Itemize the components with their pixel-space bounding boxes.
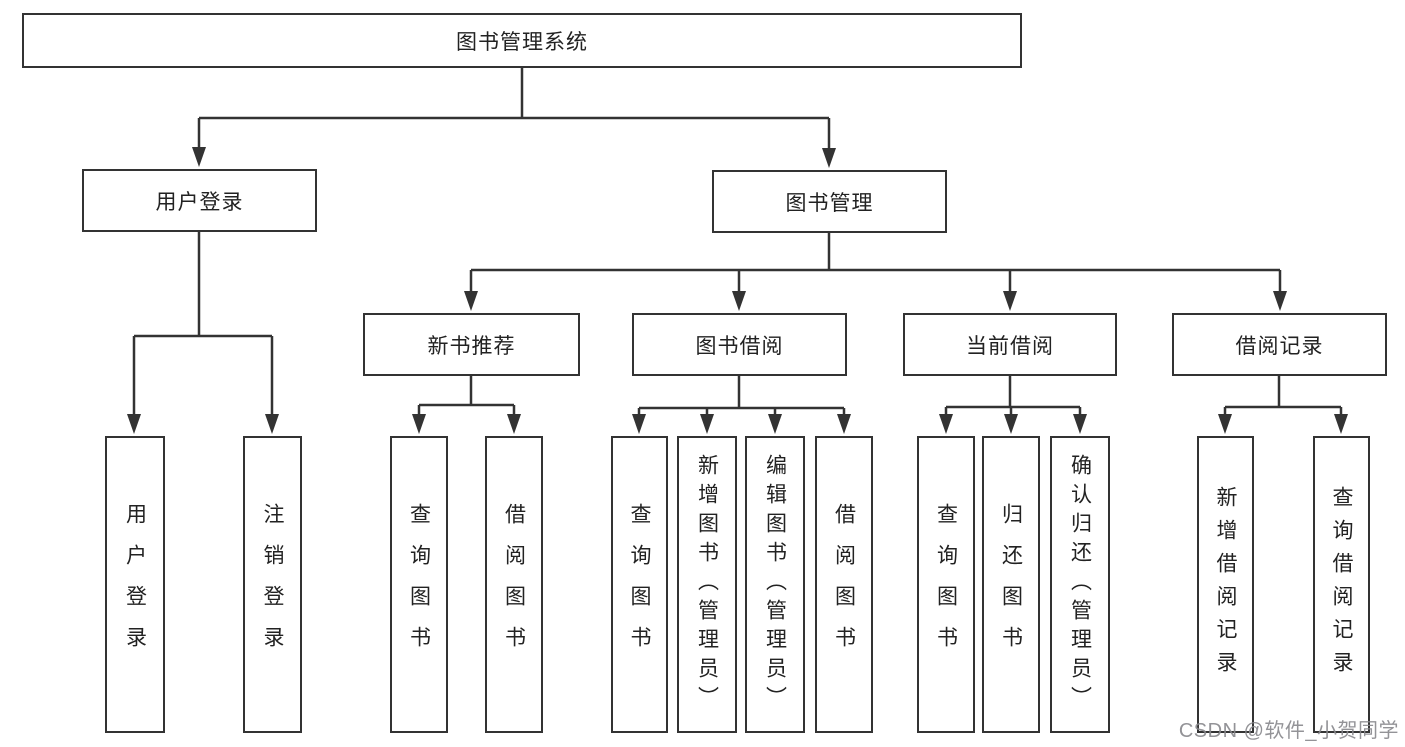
- leaf-user-login: 用户登录: [105, 436, 165, 733]
- leaf-confirm-return-admin: 确认归还（管理员）: [1050, 436, 1110, 733]
- node-new-book-recommend: 新书推荐: [363, 313, 580, 376]
- leaf-borrow-books: 借阅图书: [815, 436, 873, 733]
- node-borrowing-records: 借阅记录: [1172, 313, 1387, 376]
- node-book-borrowing: 图书借阅: [632, 313, 847, 376]
- csdn-watermark: CSDN @软件_小贺同学: [1178, 720, 1399, 742]
- leaf-edit-books-admin: 编辑图书（管理员）: [745, 436, 805, 733]
- leaf-logout: 注销登录: [243, 436, 302, 733]
- node-system-root: 图书管理系统: [22, 13, 1022, 68]
- leaf-query-borrow-record: 查询借阅记录: [1313, 436, 1370, 733]
- leaf-query-books-borrow: 查询图书: [611, 436, 668, 733]
- node-current-borrowing: 当前借阅: [903, 313, 1117, 376]
- leaf-query-books-current: 查询图书: [917, 436, 975, 733]
- node-user-login: 用户登录: [82, 169, 317, 232]
- leaf-return-books: 归还图书: [982, 436, 1040, 733]
- leaf-add-borrow-record: 新增借阅记录: [1197, 436, 1254, 733]
- leaf-borrow-books-recommend: 借阅图书: [485, 436, 543, 733]
- leaf-query-books-recommend: 查询图书: [390, 436, 448, 733]
- leaf-add-books-admin: 新增图书（管理员）: [677, 436, 737, 733]
- node-book-management: 图书管理: [712, 170, 947, 233]
